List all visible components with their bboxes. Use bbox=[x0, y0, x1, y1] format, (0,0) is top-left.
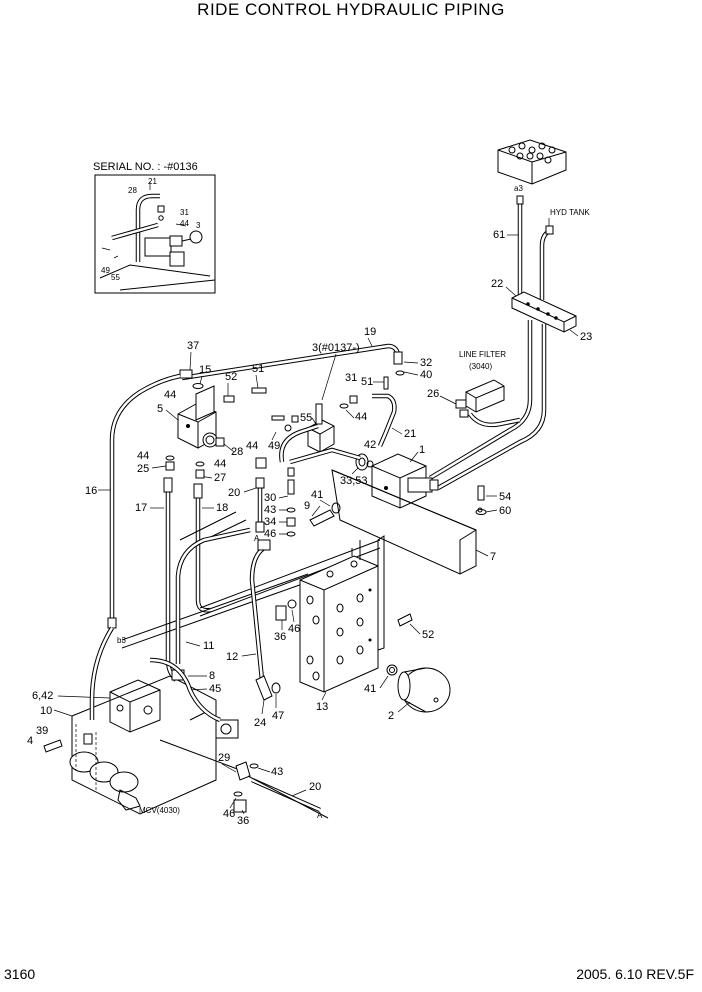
callout-21: 21 bbox=[404, 428, 416, 440]
callout-55: 55 bbox=[300, 412, 312, 424]
callout-30: 30 bbox=[264, 492, 276, 504]
callout-21-inset: 21 bbox=[148, 177, 157, 186]
callout-44a: 44 bbox=[355, 411, 367, 423]
mcv-label: MCV(4030) bbox=[139, 806, 180, 815]
page-title: RIDE CONTROL HYDRAULIC PIPING bbox=[197, 0, 505, 19]
callout-a-top: A bbox=[254, 534, 260, 543]
accumulator-2 bbox=[397, 667, 451, 713]
callout-39: 39 bbox=[36, 725, 48, 737]
callout-43b: 43 bbox=[271, 766, 283, 778]
callout-51b: 51 bbox=[252, 363, 264, 375]
callout-43a: 43 bbox=[264, 504, 276, 516]
callout-61: 61 bbox=[493, 229, 505, 241]
callout-49-inset: 49 bbox=[101, 266, 110, 275]
callout-19: 19 bbox=[364, 326, 376, 338]
callout-44e: 44 bbox=[214, 458, 226, 470]
callout-17: 17 bbox=[135, 502, 147, 514]
callout-36a: 36 bbox=[274, 631, 286, 643]
callout-28-inset: 28 bbox=[128, 186, 137, 195]
callout-20b: 20 bbox=[309, 781, 321, 793]
callout-4: 4 bbox=[27, 735, 33, 747]
inset-detail bbox=[94, 174, 216, 294]
revision-date: 2005. 6.10 REV.5F bbox=[576, 966, 694, 982]
callout-52a: 52 bbox=[225, 371, 237, 383]
callout-47: 47 bbox=[272, 710, 284, 722]
callout-a-bottom: A bbox=[317, 811, 323, 820]
callout-54: 54 bbox=[499, 491, 511, 503]
callout-33-53: 33,53 bbox=[340, 475, 368, 487]
callout-44-inset: 44 bbox=[180, 219, 189, 228]
callout-31-inset: 31 bbox=[180, 208, 189, 217]
callout-20a: 20 bbox=[228, 487, 240, 499]
callout-16: 16 bbox=[85, 485, 97, 497]
callout-31: 31 bbox=[345, 372, 357, 384]
callout-60: 60 bbox=[499, 505, 511, 517]
manifold-block-22 bbox=[511, 291, 577, 333]
callout-41b: 41 bbox=[364, 683, 376, 695]
solenoid-valve-1 bbox=[371, 453, 439, 509]
callout-42: 42 bbox=[364, 439, 376, 451]
page-number: 3160 bbox=[4, 966, 36, 982]
callout-45: 45 bbox=[209, 683, 221, 695]
callout-25: 25 bbox=[137, 463, 149, 475]
valve-block-5 bbox=[177, 385, 225, 449]
callout-46c: 46 bbox=[223, 808, 235, 820]
callout-41a: 41 bbox=[311, 489, 323, 501]
callout-24: 24 bbox=[254, 717, 266, 729]
hyd-tank-label: HYD TANK bbox=[550, 208, 590, 217]
line-filter-label: LINE FILTER bbox=[459, 350, 506, 359]
callout-28: 28 bbox=[231, 446, 243, 458]
callout-3-0137: 3(#0137-) bbox=[312, 342, 360, 354]
callout-15: 15 bbox=[199, 364, 211, 376]
callout-13: 13 bbox=[316, 701, 328, 713]
callout-b3: b3 bbox=[117, 636, 126, 645]
main-control-valve bbox=[69, 675, 239, 815]
callout-49: 49 bbox=[268, 440, 280, 452]
callout-44b: 44 bbox=[164, 389, 176, 401]
callout-5: 5 bbox=[157, 403, 163, 415]
callout-a3: a3 bbox=[514, 184, 523, 193]
callout-34: 34 bbox=[264, 516, 276, 528]
line-filter bbox=[455, 379, 505, 418]
inset-serial-label: SERIAL NO. : -#0136 bbox=[93, 161, 198, 173]
callout-29: 29 bbox=[218, 752, 230, 764]
callout-44d: 44 bbox=[137, 450, 149, 462]
callout-46b: 46 bbox=[288, 623, 300, 635]
callout-6-42: 6,42 bbox=[32, 690, 53, 702]
callout-10: 10 bbox=[40, 705, 52, 717]
callout-44c: 44 bbox=[246, 440, 258, 452]
callout-3-inset: 3 bbox=[196, 221, 201, 230]
callout-7: 7 bbox=[490, 551, 496, 563]
callout-27: 27 bbox=[214, 472, 226, 484]
callout-9: 9 bbox=[304, 500, 310, 512]
callout-2: 2 bbox=[388, 710, 394, 722]
mounting-bracket-7 bbox=[331, 469, 483, 575]
callout-51a: 51 bbox=[361, 376, 373, 388]
callout-18: 18 bbox=[216, 502, 228, 514]
callout-40: 40 bbox=[420, 369, 432, 381]
callout-12: 12 bbox=[226, 651, 238, 663]
callout-22: 22 bbox=[491, 278, 503, 290]
callout-8: 8 bbox=[209, 670, 215, 682]
callout-11: 11 bbox=[203, 640, 214, 652]
callout-46a: 46 bbox=[264, 528, 276, 540]
callout-26: 26 bbox=[427, 388, 439, 400]
line-filter-code: (3040) bbox=[469, 362, 492, 371]
callout-55-inset: 55 bbox=[111, 273, 120, 282]
callout-36b: 36 bbox=[237, 815, 249, 827]
callout-1: 1 bbox=[419, 444, 425, 456]
callout-32: 32 bbox=[420, 357, 432, 369]
callout-37: 37 bbox=[187, 340, 199, 352]
ride-control-switch bbox=[497, 139, 567, 185]
accumulator-block-13 bbox=[299, 555, 379, 693]
callout-23: 23 bbox=[580, 331, 592, 343]
callout-52b: 52 bbox=[422, 629, 434, 641]
